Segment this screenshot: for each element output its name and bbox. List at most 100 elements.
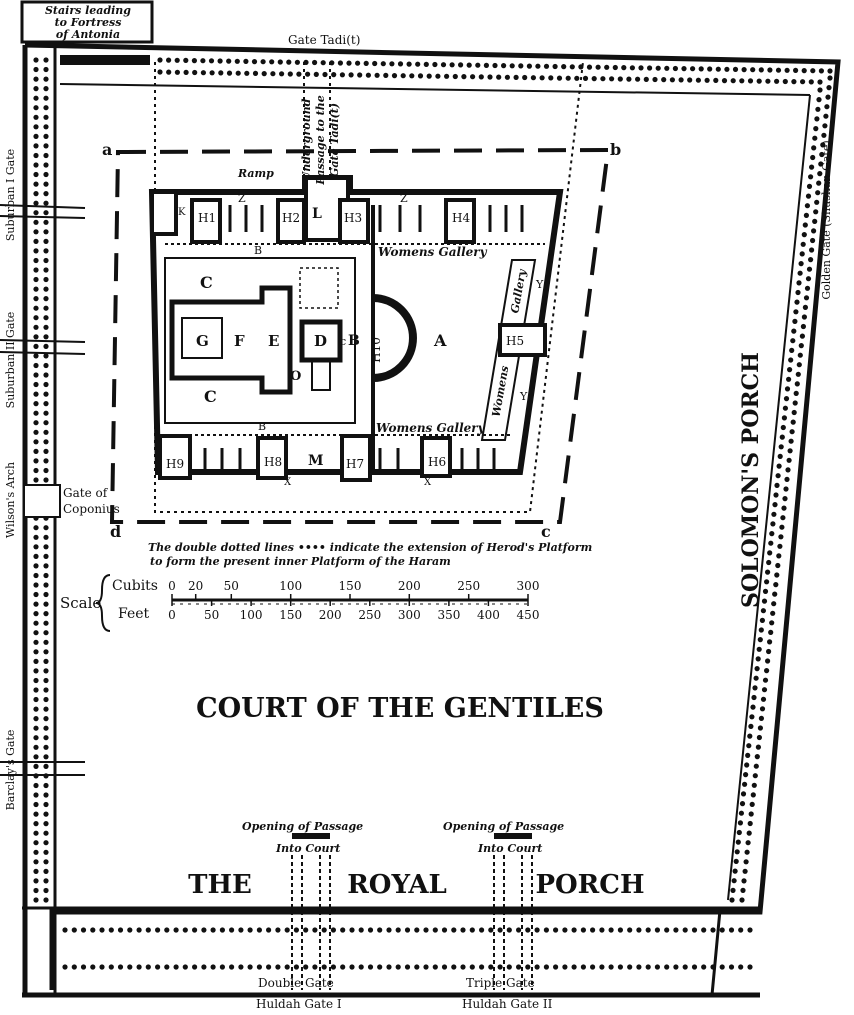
column-dot bbox=[43, 649, 49, 655]
column-dot bbox=[809, 247, 815, 253]
west-gate-suburban2: Suburban II Gate bbox=[4, 312, 17, 409]
east-gallery bbox=[480, 259, 537, 441]
column-dot bbox=[208, 58, 215, 64]
column-dot bbox=[798, 261, 804, 267]
column-dot bbox=[247, 927, 253, 933]
column-dot bbox=[284, 964, 290, 970]
column-dot bbox=[782, 78, 788, 85]
column-dot bbox=[701, 964, 707, 970]
court-of-gentiles: COURT OF THE GENTILES bbox=[196, 693, 604, 724]
column-dot bbox=[804, 203, 811, 209]
column-dot bbox=[71, 964, 77, 970]
column-dot bbox=[608, 964, 614, 970]
column-dot bbox=[732, 868, 738, 874]
column-dot bbox=[773, 492, 779, 498]
column-dot bbox=[43, 754, 49, 760]
column-dot bbox=[348, 72, 354, 78]
column-dot bbox=[210, 964, 216, 970]
east-inner-wall bbox=[727, 94, 811, 901]
column-dot bbox=[543, 927, 550, 933]
column-dot bbox=[784, 67, 790, 73]
column-dot bbox=[33, 57, 39, 63]
column-dot bbox=[682, 927, 688, 933]
column-dot bbox=[43, 878, 49, 884]
column-dot bbox=[90, 964, 96, 970]
column-dot bbox=[767, 550, 773, 556]
column-dot bbox=[43, 324, 49, 330]
column-dot bbox=[43, 744, 49, 750]
column-dot bbox=[33, 544, 39, 550]
column-dot bbox=[730, 887, 736, 894]
column-dot bbox=[782, 496, 788, 502]
column-dot bbox=[43, 458, 49, 464]
column-dot bbox=[737, 820, 744, 826]
column-dot bbox=[43, 343, 49, 349]
column-dot bbox=[516, 964, 522, 970]
column-dot bbox=[800, 241, 806, 247]
label-A: A bbox=[433, 331, 447, 350]
column-dot bbox=[183, 57, 189, 64]
column-dot bbox=[698, 66, 704, 72]
column-dot bbox=[441, 927, 448, 933]
column-dot bbox=[136, 964, 142, 970]
column-dot bbox=[33, 267, 39, 273]
column-dot bbox=[404, 964, 411, 970]
column-dot bbox=[43, 467, 49, 474]
column-dot bbox=[758, 67, 764, 73]
column-dot bbox=[43, 401, 49, 407]
column-dot bbox=[389, 61, 395, 67]
passage-tunnels bbox=[291, 855, 533, 990]
column-dot bbox=[33, 420, 39, 426]
column-dot bbox=[43, 372, 49, 378]
column-dot bbox=[117, 927, 124, 933]
column-dot bbox=[621, 65, 627, 71]
column-dot bbox=[801, 314, 808, 320]
column-dot bbox=[374, 72, 380, 78]
column-dot bbox=[769, 531, 775, 537]
column-dot bbox=[794, 381, 800, 387]
column-dot bbox=[43, 66, 49, 73]
column-dot bbox=[90, 927, 96, 933]
column-dot bbox=[707, 66, 713, 72]
column-dot bbox=[43, 248, 49, 254]
column-dot bbox=[530, 75, 537, 81]
column-dot bbox=[768, 540, 774, 546]
column-dot bbox=[522, 74, 528, 81]
column-dot bbox=[586, 64, 593, 70]
column-dot bbox=[43, 105, 49, 111]
west-gate-passages bbox=[0, 204, 86, 776]
column-dot bbox=[33, 696, 39, 703]
column-dot bbox=[43, 630, 49, 636]
column-dot bbox=[818, 68, 825, 74]
column-dot bbox=[357, 72, 363, 78]
column-dot bbox=[33, 448, 39, 454]
column-dot bbox=[798, 343, 804, 349]
column-dot bbox=[33, 343, 39, 349]
column-dot bbox=[758, 715, 765, 722]
column-dot bbox=[775, 67, 782, 73]
column-dot bbox=[739, 78, 745, 84]
column-dot bbox=[673, 964, 679, 970]
column-dot bbox=[43, 353, 49, 359]
column-dot bbox=[580, 927, 587, 933]
column-dot bbox=[553, 964, 559, 970]
column-dot bbox=[43, 525, 49, 531]
column-dot bbox=[432, 61, 438, 68]
label-C-bottom: C bbox=[204, 387, 217, 406]
corner-c: c bbox=[541, 522, 551, 541]
column-dot bbox=[43, 849, 49, 855]
column-dot bbox=[33, 897, 39, 903]
column-dot bbox=[786, 457, 792, 463]
column-dot bbox=[43, 381, 49, 388]
column-dot bbox=[764, 668, 770, 674]
label-M: M bbox=[308, 453, 324, 469]
column-dot bbox=[62, 927, 68, 933]
column-dot bbox=[346, 60, 352, 66]
column-dot bbox=[444, 73, 450, 79]
column-dot bbox=[626, 76, 632, 82]
column-dot bbox=[414, 927, 420, 933]
column-dot bbox=[753, 675, 759, 681]
column-dot bbox=[710, 927, 716, 933]
column-dot bbox=[747, 820, 753, 827]
label-H9: H9 bbox=[166, 457, 184, 471]
